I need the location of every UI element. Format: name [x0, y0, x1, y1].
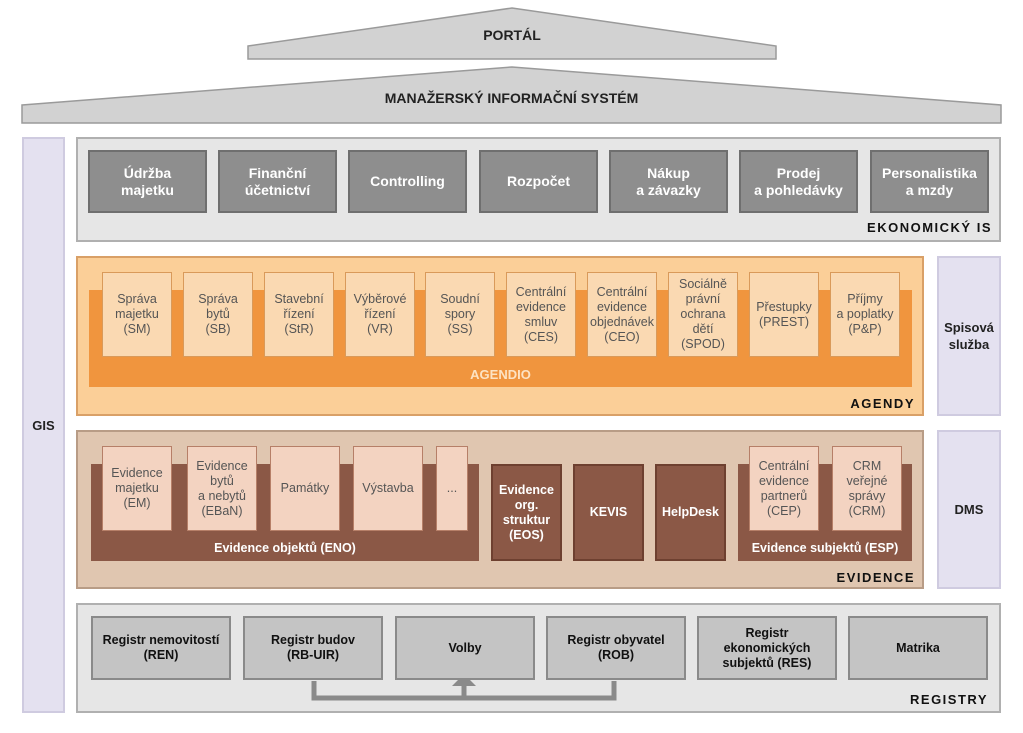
agenda-module-8[interactable]: Sociálně právní ochrana dětí (SPOD): [668, 272, 738, 357]
registry-module-2[interactable]: Registr budov (RB-UIR): [243, 616, 383, 680]
eno-module-5[interactable]: ...: [436, 446, 468, 531]
evidence-title: EVIDENCE: [836, 570, 915, 585]
eno-label: Evidence objektů (ENO): [214, 541, 356, 555]
kevis-module[interactable]: KEVIS: [573, 464, 644, 561]
esp-module-2[interactable]: CRM veřejné správy (CRM): [832, 446, 902, 531]
eno-module-2[interactable]: Evidence bytů a nebytů (EBaN): [187, 446, 257, 531]
registry-module-6[interactable]: Matrika: [848, 616, 988, 680]
mis-label: MANAŽERSKÝ INFORMAČNÍ SYSTÉM: [384, 90, 639, 106]
economic-module-6[interactable]: Prodej a pohledávky: [739, 150, 858, 213]
economic-module-4[interactable]: Rozpočet: [479, 150, 598, 213]
agendas-title: AGENDY: [850, 396, 915, 411]
eno-module-4[interactable]: Výstavba: [353, 446, 423, 531]
helpdesk-module[interactable]: HelpDesk: [655, 464, 726, 561]
dms-panel[interactable]: DMS: [937, 430, 1001, 589]
portal-roof: [247, 7, 777, 60]
agenda-module-3[interactable]: Stavební řízení (StR): [264, 272, 334, 357]
economic-title: EKONOMICKÝ IS: [867, 220, 992, 235]
connector-arrowhead: [452, 674, 476, 686]
roof: [21, 7, 1002, 124]
agenda-module-5[interactable]: Soudní spory (SS): [425, 272, 495, 357]
economic-module-3[interactable]: Controlling: [348, 150, 467, 213]
registry-module-3[interactable]: Volby: [395, 616, 535, 680]
economic-module-7[interactable]: Personalistika a mzdy: [870, 150, 989, 213]
agendio-label: AGENDIO: [470, 366, 531, 382]
agenda-module-10[interactable]: Příjmy a poplatky (P&P): [830, 272, 900, 357]
agenda-module-6[interactable]: Centrální evidence smluv (CES): [506, 272, 576, 357]
registry-module-5[interactable]: Registr ekonomických subjektů (RES): [697, 616, 837, 680]
dms-label: DMS: [954, 502, 984, 517]
mis-roof: [21, 66, 1002, 124]
spisova-sluzba-label: Spisová služba: [944, 320, 994, 352]
portal-label: PORTÁL: [483, 27, 541, 43]
registry-module-1[interactable]: Registr nemovitostí (REN): [91, 616, 231, 680]
gis-label: GIS: [32, 417, 55, 433]
eno-module-1[interactable]: Evidence majetku (EM): [102, 446, 172, 531]
esp-module-1[interactable]: Centrální evidence partnerů (CEP): [749, 446, 819, 531]
agenda-module-1[interactable]: Správa majetku (SM): [102, 272, 172, 357]
agenda-module-9[interactable]: Přestupky (PREST): [749, 272, 819, 357]
spisova-sluzba-panel[interactable]: Spisová služba: [937, 256, 1001, 416]
eno-module-3[interactable]: Památky: [270, 446, 340, 531]
economic-module-5[interactable]: Nákup a závazky: [609, 150, 728, 213]
agenda-module-4[interactable]: Výběrové řízení (VR): [345, 272, 415, 357]
registry-title: REGISTRY: [910, 692, 988, 707]
registry-module-4[interactable]: Registr obyvatel (ROB): [546, 616, 686, 680]
agenda-module-7[interactable]: Centrální evidence objednávek (CEO): [587, 272, 657, 357]
esp-label: Evidence subjektů (ESP): [751, 541, 899, 555]
agenda-module-2[interactable]: Správa bytů (SB): [183, 272, 253, 357]
economic-module-1[interactable]: Údržba majetku: [88, 150, 207, 213]
gis-panel[interactable]: GIS: [22, 137, 65, 713]
economic-module-2[interactable]: Finanční účetnictví: [218, 150, 337, 213]
eos-module[interactable]: Evidence org. struktur (EOS): [491, 464, 562, 561]
